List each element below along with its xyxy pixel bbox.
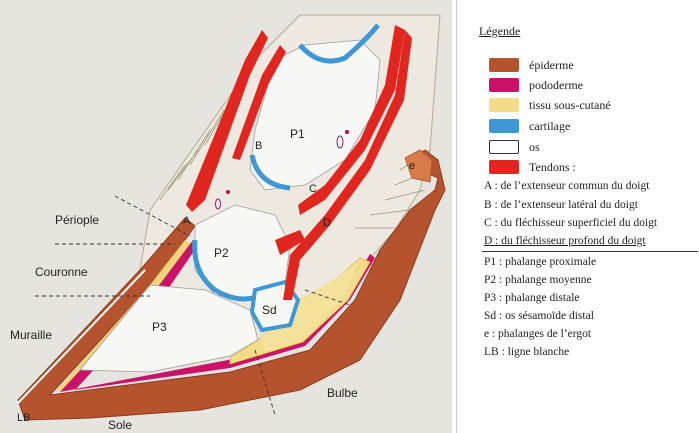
swatch-label: pododerme: [529, 78, 583, 93]
legend-title: Légende: [479, 24, 520, 39]
label-p3: P3: [152, 320, 167, 334]
swatch-epiderme: [489, 58, 519, 72]
label-tendon-c: C: [309, 183, 317, 195]
label-perioplate: Périople: [55, 213, 99, 227]
vessel-3: [345, 130, 349, 134]
legend-tendon-d: D : du fléchisseur profond du doigt: [484, 235, 646, 247]
label-bulbe: Bulbe: [327, 386, 358, 400]
legend-tendon-c: C : du fléchisseur superficiel du doigt: [484, 217, 657, 229]
legend-bone-e: e : phalanges de l’ergot: [484, 328, 591, 340]
swatch-label: Tendons :: [529, 160, 576, 175]
swatch-os: [489, 140, 519, 154]
swatch-label: cartilage: [529, 119, 570, 134]
label-sole: Sole: [108, 418, 132, 432]
label-couronne: Couronne: [35, 265, 88, 279]
legend-bone-lb: LB : ligne blanche: [484, 346, 569, 358]
label-sd: Sd: [262, 303, 277, 317]
panel-divider: [456, 0, 457, 433]
label-muraille: Muraille: [10, 328, 52, 342]
swatch-label: tissu sous-cutané: [529, 98, 611, 113]
label-tendon-b: B: [255, 140, 262, 152]
label-p1: P1: [290, 127, 305, 141]
label-lb: LB: [17, 412, 30, 424]
legend-bone-p3: P3 : phalange distale: [484, 292, 580, 304]
swatch-pododerme: [489, 78, 519, 92]
legend-separator: [482, 251, 698, 252]
swatch-label: os: [529, 140, 540, 155]
swatch-label: épiderme: [529, 58, 574, 73]
legend-bone-sd: Sd : os sésamoïde distal: [484, 310, 594, 322]
label-tendon-a: A: [183, 215, 190, 227]
legend-panel: Légende épiderme pododerme tissu sous-cu…: [462, 0, 699, 433]
legend-bone-p1: P1 : phalange proximale: [484, 256, 596, 268]
label-tendon-d: D: [323, 217, 331, 229]
legend-tendon-a: A : de l’extenseur commun du doigt: [484, 180, 649, 192]
label-p2: P2: [214, 246, 229, 260]
swatch-tendons: [489, 160, 519, 174]
legend-tendon-b: B : de l’extenseur latéral du doigt: [484, 199, 638, 211]
swatch-tissu: [489, 98, 519, 112]
swatch-cartilage: [489, 119, 519, 133]
legend-bone-p2: P2 : phalange moyenne: [484, 274, 592, 286]
vessel-4: [226, 190, 230, 194]
label-ergot: e: [409, 160, 415, 172]
